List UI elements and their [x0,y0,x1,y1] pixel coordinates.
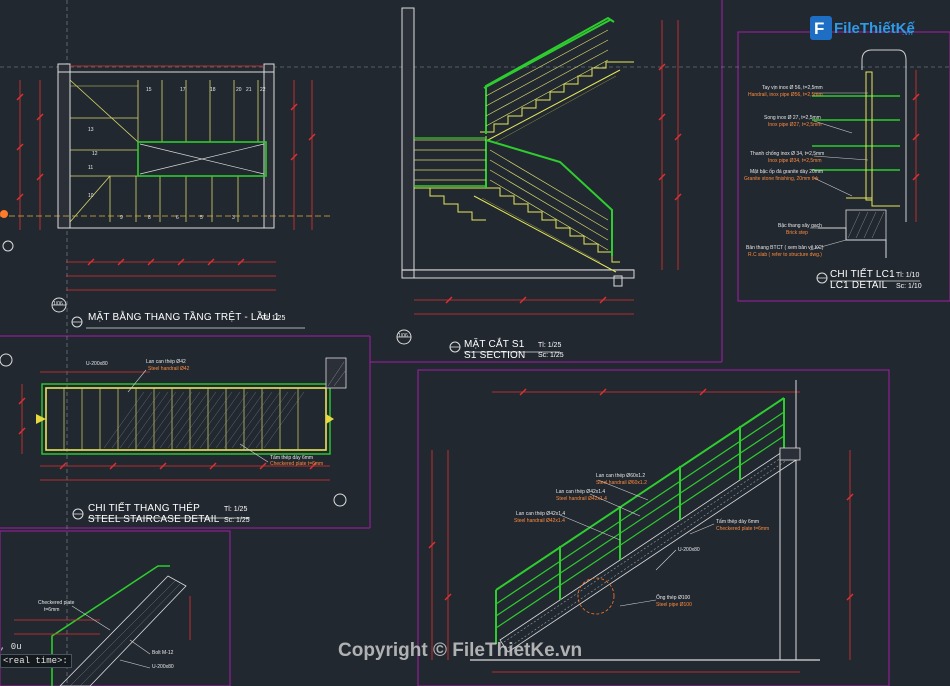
lc1-scale-en: Sc: 1/10 [896,283,922,290]
corner-note-2: Bolt M-12 [152,650,174,656]
plan-step-9: 9 [120,215,123,221]
lc1-note-2-en: Inox pipe Ø27, t=2,5mm [768,122,822,128]
plan-step-11: 11 [88,165,94,171]
plan-step-13: 13 [88,127,94,133]
logo-sub: .vn [902,28,913,37]
railing-note-2-vn: Lan can thép Ø42x1.4 [556,489,606,495]
lc1-title-en: LC1 DETAIL [830,280,888,291]
lc1-note-3-en: Inox pipe Ø34, t=2,5mm [768,158,822,164]
steel-note-1-en: Steel handrail Ø42 [148,366,190,372]
steel-note-3-vn: Tấm thép dày 6mm [270,455,314,461]
lc1-note-5-vn: Bậc thang xây gạch [778,223,822,229]
lc1-note-6-en: R.C slab ( refer to structure dwg.) [748,252,822,258]
copyright-watermark: Copyright © FileThietKe.vn [338,640,583,661]
railing-note-5: U-200x80 [678,547,700,553]
plan-title: MẶT BẰNG THANG TẦNG TRỆT - LẦU 1 [88,312,280,323]
plan-step-6: 6 [176,215,179,221]
steel-detail-title-vn: CHI TIẾT THANG THÉP [88,503,200,514]
railing-note-4-en: Checkered plate t=6mm [716,526,770,532]
steel-staircase-detail-view [0,353,347,520]
corner-note-1-en: t=6mm [44,607,60,613]
railing-note-3-vn: Lan can thép Ø42x1.4 [516,511,566,517]
plan-bubble: 1/06 [53,301,63,307]
railing-note-6-vn: Ống thép Ø100 [656,595,691,601]
plan-step-8: 8 [148,215,151,221]
command-line-input[interactable]: <real time>: [0,654,72,668]
railing-section-view [428,380,854,673]
steel-note-3-en: Checkered plate t=6mm [270,461,324,467]
plan-step-18: 18 [210,87,216,93]
steel-detail-scale-en: Sc: 1/25 [224,517,250,524]
lc1-note-3-vn: Thanh chống inox Ø 34, t=2,5mm [750,151,825,157]
steel-detail-scale-vn: Tl: 1/25 [224,506,248,513]
railing-note-3-en: Steel handrail Ø42x1.4 [514,518,565,524]
plan-step-3: 3 [232,215,235,221]
section-scale-en: Sc: 1/25 [538,352,564,359]
corner-note-3: U-200x80 [152,664,174,670]
plan-step-20: 20 [236,87,242,93]
logo-icon [810,16,832,40]
plan-view [0,63,330,329]
lc1-note-6-vn: Bản thang BTCT ( xem bản vẽ KC) [746,245,824,251]
logo-letter: F [814,19,825,38]
lc1-note-1-vn: Tay vịn inox Ø 56, t=2,5mm [762,85,823,91]
steel-note-2: U-200x80 [86,361,108,367]
logo-text: FileThiếtKế [834,20,915,37]
plan-step-10: 10 [88,193,94,199]
plan-step-17: 17 [180,87,186,93]
steel-note-1-vn: Lan can thép Ø42 [146,359,186,365]
section-scale-vn: Tl: 1/25 [538,342,562,349]
lc1-note-2-vn: Song inox Ø 27, t=2,5mm [764,115,821,121]
plan-step-5: 5 [200,215,203,221]
railing-note-1-vn: Lan can thép Ø60x1.2 [596,473,646,479]
plan-step-15: 15 [146,87,152,93]
plan-scale: Tl: 1/25 [262,315,286,322]
section-bubble: 1/06 [398,333,408,339]
section-title-en: S1 SECTION [464,350,526,361]
lc1-detail-view [809,49,920,284]
plan-step-12: 12 [92,151,98,157]
steel-detail-title-en: STEEL STAIRCASE DETAIL [88,514,220,525]
railing-note-6-en: Steel pipe Ø100 [656,602,692,608]
lc1-note-4-vn: Mặt bậc ốp đá granite dày 20mm [750,169,824,175]
lc1-note-5-en: Brick step [786,230,808,236]
brand-logo: F FileThiếtKế .vn [810,14,926,42]
lc1-scale-vn: Tl: 1/10 [896,272,920,279]
command-history-text: , 0u [0,642,22,652]
railing-note-2-en: Steel handrail Ø42x1.4 [556,496,607,502]
railing-note-4-vn: Tấm thép dày 6mm [716,519,760,525]
lc1-title-vn: CHI TIẾT LC1 [830,269,895,280]
section-title-vn: MẶT CẮT S1 [464,339,525,350]
plan-step-21: 21 [246,87,252,93]
lc1-note-4-en: Granite stone finishing, 20mm thk [744,176,819,182]
section-view [396,7,682,353]
railing-note-1-en: Steel handrail Ø60x1.2 [596,480,647,486]
lc1-note-1-en: Handrail, inox pipe Ø56, t=2,5mm [748,92,823,98]
corner-note-1-vn: Checkered plate [38,600,75,606]
plan-step-22: 22 [260,87,266,93]
